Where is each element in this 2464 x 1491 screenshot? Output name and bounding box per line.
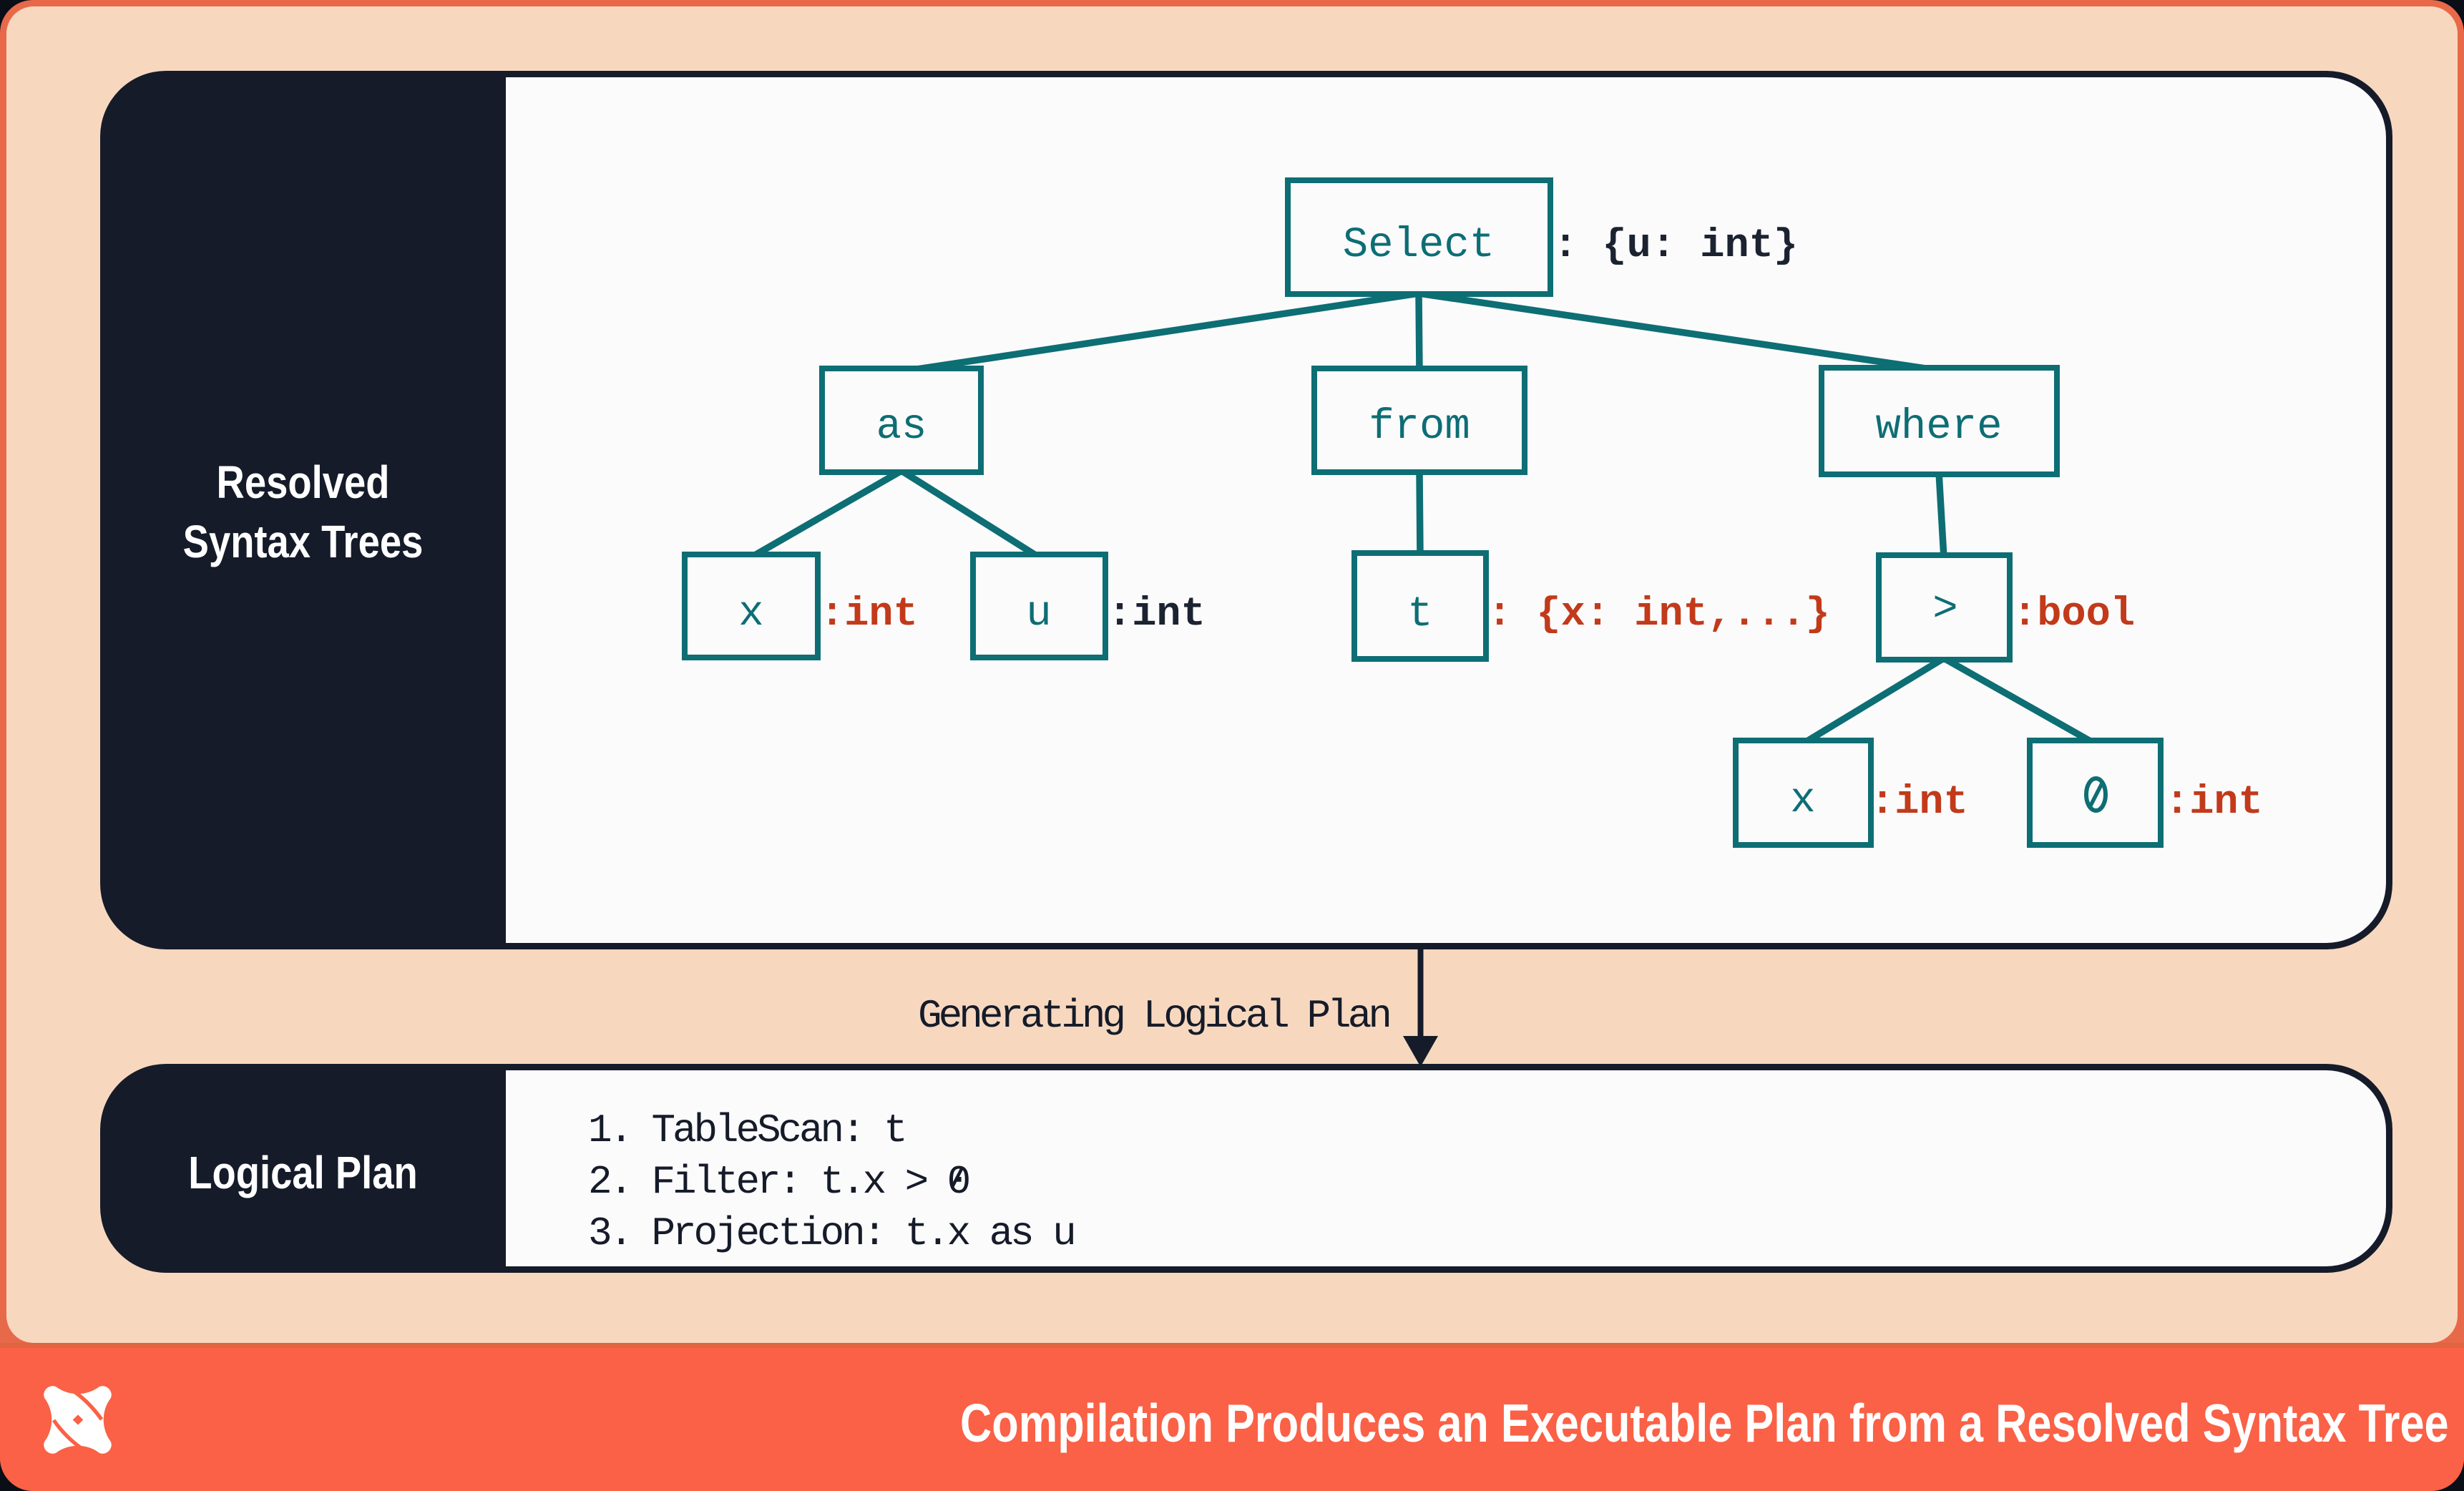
svg-text:: {u: int}: : {u: int} — [1553, 223, 1798, 269]
svg-text:where: where — [1875, 403, 2002, 451]
svg-text:x: x — [1790, 776, 1815, 824]
svg-text::bool: :bool — [2013, 592, 2135, 637]
svg-text::int: :int — [2165, 780, 2263, 826]
svg-text:as: as — [876, 403, 927, 451]
svg-text:: {x: int,...}: : {x: int,...} — [1487, 592, 1830, 637]
svg-text::int: :int — [1108, 592, 1206, 637]
svg-text::int: :int — [820, 592, 918, 637]
svg-text:from: from — [1369, 403, 1470, 451]
svg-text::int: :int — [1870, 780, 1968, 826]
svg-text:x: x — [738, 590, 763, 637]
svg-text:>: > — [1932, 585, 1957, 633]
svg-text:u: u — [1026, 590, 1051, 637]
svg-text:t: t — [1407, 590, 1432, 638]
svg-text:Select: Select — [1343, 221, 1495, 269]
